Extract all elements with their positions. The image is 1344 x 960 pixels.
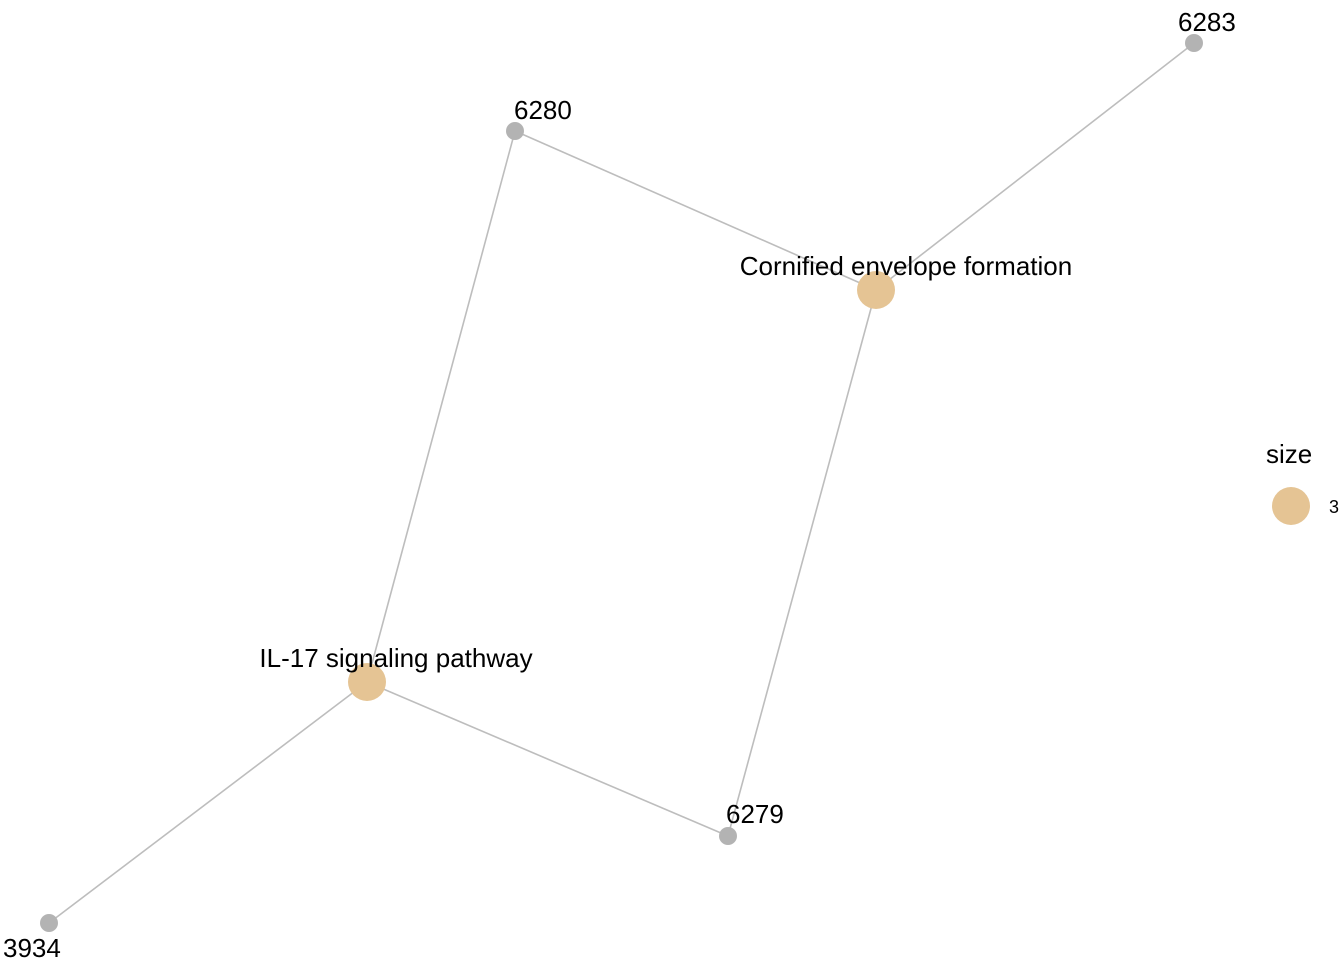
node-label-il17: IL-17 signaling pathway — [259, 643, 532, 673]
node-label-g3934: 3934 — [3, 933, 61, 960]
node-label-cornified: Cornified envelope formation — [740, 251, 1072, 281]
nodes — [40, 34, 1203, 932]
gene-node-g6280 — [506, 122, 524, 140]
legend-title: size — [1266, 439, 1312, 469]
legend-size-swatch — [1272, 487, 1310, 525]
edge-cornified-g6283 — [875, 42, 1195, 291]
gene-node-g6279 — [719, 827, 737, 845]
legend-size-value: 3 — [1329, 497, 1339, 517]
node-label-g6280: 6280 — [514, 95, 572, 125]
edge-il17-g6280 — [366, 130, 516, 683]
edge-cornified-g6279 — [727, 289, 877, 837]
node-label-g6283: 6283 — [1178, 7, 1236, 37]
node-label-g6279: 6279 — [726, 799, 784, 829]
edge-cornified-g6280 — [514, 130, 877, 291]
edge-il17-g6279 — [366, 681, 729, 837]
category-node-il17 — [348, 663, 386, 701]
edge-il17-g3934 — [48, 681, 368, 924]
gene-node-g6283 — [1185, 34, 1203, 52]
edges — [48, 42, 1195, 924]
gene-node-g3934 — [40, 914, 58, 932]
category-node-cornified — [857, 271, 895, 309]
legend: size 3 — [1266, 439, 1339, 525]
